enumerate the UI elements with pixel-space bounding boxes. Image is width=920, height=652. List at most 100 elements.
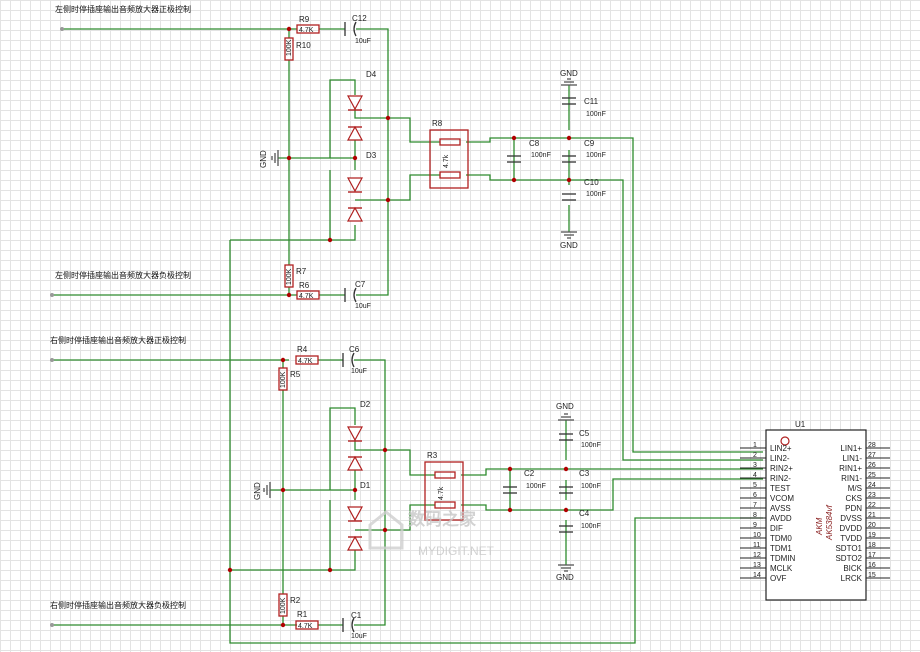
ic-pin-number: 5 — [753, 482, 757, 489]
c2-value: 100nF — [526, 483, 546, 490]
gnd-label-bottom: GND — [253, 482, 262, 500]
resistor-r2[interactable]: 100K R2 — [278, 593, 301, 617]
resistor-r8[interactable]: R8 4.7k — [429, 119, 469, 189]
ic-pin-25[interactable]: 25 RIN1- — [841, 472, 890, 483]
c8-ref: C8 — [529, 139, 540, 148]
c12-ref: C12 — [352, 14, 367, 23]
r1-value: 4.7K — [298, 623, 313, 630]
ic-pin-number: 11 — [753, 542, 760, 549]
ic-pin-number: 12 — [753, 552, 761, 559]
watermark: 数码之家 MYDIGIT.NET — [368, 509, 495, 558]
ic-pin-number: 8 — [753, 512, 757, 519]
capacitor-c8[interactable]: C8 100nF — [507, 139, 551, 163]
capacitor-c7[interactable]: C7 10uF — [344, 280, 371, 310]
c10-ref: C10 — [584, 178, 599, 187]
capacitor-c1[interactable]: C1 10uF — [342, 611, 367, 640]
ic-pin-name: SDTO2 — [835, 554, 862, 563]
capacitor-c2[interactable]: C2 100nF — [503, 469, 546, 494]
ic-pin-24[interactable]: 24M/S — [848, 482, 890, 493]
capacitor-c12[interactable]: C12 10uF — [344, 14, 371, 45]
resistor-r6[interactable]: R6 4.7K — [296, 281, 320, 300]
diode-d3[interactable]: D3 — [346, 151, 377, 222]
gnd-label-c5: GND — [556, 402, 574, 411]
capacitor-c11[interactable]: C11 100nF — [562, 97, 606, 118]
capacitor-c4[interactable]: C4 100nF — [559, 509, 601, 533]
c11-value: 100nF — [586, 111, 606, 118]
ic-pin-name: MCLK — [770, 564, 793, 573]
capacitor-c5[interactable]: C5 100nF — [559, 429, 601, 449]
ic-pin-name: TDM1 — [770, 544, 792, 553]
ic-pin-name: LRCK — [841, 574, 863, 583]
diode-d2[interactable]: D2 — [346, 400, 371, 471]
ic-pin-12[interactable]: 12 TDMIN — [740, 552, 796, 563]
diode-d1[interactable]: D1 — [346, 481, 371, 551]
c5-value: 100nF — [581, 442, 601, 449]
resistor-r1[interactable]: R1 4.7K — [295, 610, 319, 630]
ic-pin-11[interactable]: 11 TDM1 — [740, 542, 792, 553]
ic-pin-name: RIN1- — [841, 474, 862, 483]
ic-pin-8[interactable]: 8 AVDD — [740, 512, 792, 523]
resistor-r5[interactable]: 100K R5 — [278, 367, 301, 391]
capacitor-c6[interactable]: C6 10uF — [342, 345, 367, 375]
ic-pin-number: 25 — [868, 472, 876, 479]
d3-ref: D3 — [366, 151, 377, 160]
resistor-r9[interactable]: R9 4.7K — [296, 15, 320, 34]
r10-value: 100K — [286, 39, 293, 56]
r9-value: 4.7K — [299, 27, 314, 34]
capacitor-c3[interactable]: C3 100nF — [559, 469, 601, 494]
diode-d4[interactable]: D4 — [346, 70, 377, 141]
ic-pin-name: LIN2- — [770, 454, 790, 463]
resistor-r4[interactable]: R4 4.7K — [295, 345, 319, 365]
ic-pin-number: 21 — [868, 512, 876, 519]
gnd-label-top: GND — [259, 150, 268, 168]
ground-symbol-c11: GND — [560, 69, 578, 86]
resistor-r3[interactable]: R3 4.7k — [424, 451, 464, 521]
junctions — [227, 26, 572, 628]
c9-value: 100nF — [586, 152, 606, 159]
c11-ref: C11 — [584, 97, 599, 106]
u1-ref: U1 — [795, 420, 806, 429]
c3-value: 100nF — [581, 483, 601, 490]
capacitor-c10[interactable]: C10 100nF — [562, 178, 606, 201]
c6-value: 10uF — [351, 368, 367, 375]
ic-pin-name: PDN — [845, 504, 862, 513]
ic-pin-number: 15 — [868, 572, 876, 579]
ic-pin-name: TDMIN — [770, 554, 796, 563]
ic-pin-number: 27 — [868, 452, 876, 459]
ic-pin-27[interactable]: 27 LIN1- — [842, 452, 890, 463]
capacitor-c9[interactable]: C9 100nF — [562, 139, 606, 163]
ic-pin-number: 24 — [868, 482, 876, 489]
ic-pin-15[interactable]: 15 LRCK — [841, 572, 890, 583]
ic-pin-name: AVDD — [770, 514, 792, 523]
resistor-r7[interactable]: 100K R7 — [284, 264, 307, 288]
ic-pin-name: TVDD — [840, 534, 862, 543]
ic-pin-name: LIN1- — [842, 454, 862, 463]
resistor-r10[interactable]: 100K R10 — [284, 37, 311, 61]
c2-ref: C2 — [524, 469, 535, 478]
